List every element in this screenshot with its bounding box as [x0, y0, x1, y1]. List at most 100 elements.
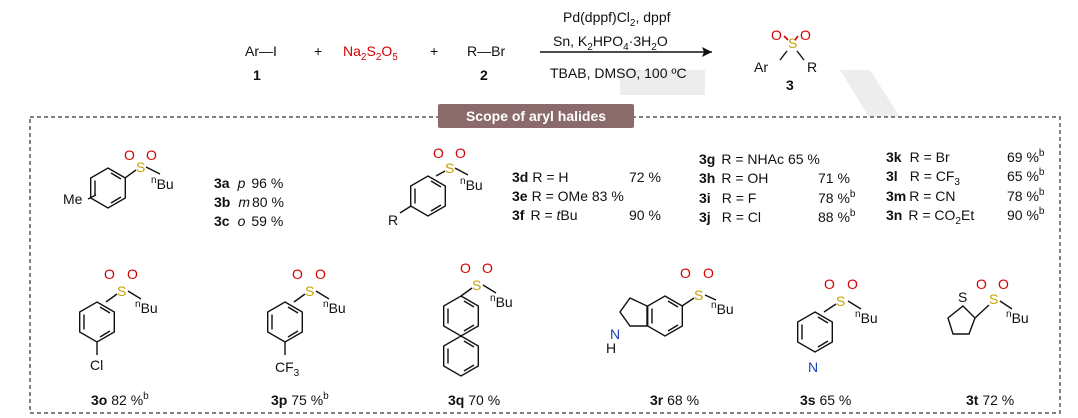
svg-text:3nR = CO2Et: 3nR = CO2Et [886, 207, 974, 227]
svg-text:3fR = tBu: 3fR = tBu [512, 207, 578, 223]
svg-text:O: O [460, 260, 471, 276]
svg-text:R: R [807, 59, 817, 75]
structure-3p: S O O nBu CF3 [267, 266, 346, 379]
svg-text:O: O [771, 27, 782, 43]
label-3o: 3o 82 %b [91, 391, 149, 408]
condition-catalyst: Pd(dppf)Cl2, dppf [563, 9, 671, 29]
svg-text:69 %b: 69 %b [1007, 148, 1045, 165]
svg-text:3jR = Cl: 3jR = Cl [699, 209, 761, 225]
svg-text:S: S [694, 287, 703, 303]
plus-sign: + [314, 43, 322, 59]
svg-text:O: O [127, 266, 138, 282]
structure-para-substituted-phenyl-sulfone: S O O nBu R [388, 145, 483, 228]
svg-text:Ar—I: Ar—I [245, 43, 277, 59]
svg-text:O: O [482, 260, 493, 276]
svg-text:Cl: Cl [90, 357, 103, 373]
reactant-aryl-iodide: Ar—I 1 [245, 43, 277, 83]
svg-text:71 %: 71 % [818, 170, 850, 186]
svg-text:S: S [305, 283, 314, 299]
svg-text:nBu: nBu [460, 176, 483, 193]
svg-text:O: O [146, 147, 157, 163]
condition-reductant: Sn, K2HPO4·3H2O [553, 33, 668, 53]
svg-text:O: O [315, 266, 326, 282]
plus-sign-2: + [430, 43, 438, 59]
svg-text:nBu: nBu [490, 293, 513, 310]
svg-text:O: O [124, 147, 135, 163]
scope-box [29, 116, 1061, 414]
svg-text:3kR = Br: 3kR = Br [886, 149, 950, 165]
structure-methylphenyl-sulfone: S O O nBu Me [63, 147, 174, 209]
structure-3q: S O O nBu [443, 260, 513, 377]
svg-text:Me: Me [63, 191, 83, 207]
sodium-metabisulfite: Na2S2O5 [343, 43, 398, 63]
svg-text:3iR = F: 3iR = F [699, 190, 756, 206]
label-3q: 3q 70 % [448, 392, 500, 408]
svg-text:H: H [606, 340, 616, 356]
condition-solvent: TBAB, DMSO, 100 ºC [550, 65, 687, 81]
svg-text:3mR = CN: 3mR = CN [886, 188, 956, 204]
label-3s: 3s 65 % [800, 392, 851, 408]
svg-text:S: S [958, 289, 967, 305]
structure-3r: H N S O O nBu [606, 265, 734, 356]
svg-text:O: O [824, 276, 835, 292]
svg-text:3lR = CF3: 3lR = CF3 [886, 168, 960, 188]
svg-text:65 %b: 65 %b [1007, 167, 1045, 184]
svg-text:72 %: 72 % [629, 169, 661, 185]
svg-text:nBu: nBu [151, 175, 174, 192]
svg-text:O: O [976, 276, 987, 292]
structure-3o: S O O nBu Cl [78, 266, 158, 373]
svg-text:R: R [388, 212, 398, 228]
svg-text:S: S [472, 277, 481, 293]
svg-text:2: 2 [480, 67, 488, 83]
svg-text:O: O [455, 145, 466, 161]
svg-text:O: O [847, 276, 858, 292]
svg-text:S: S [788, 35, 797, 51]
svg-text:O: O [292, 266, 303, 282]
svg-text:O: O [104, 266, 115, 282]
svg-text:nBu: nBu [1006, 309, 1029, 326]
svg-text:S: S [989, 291, 998, 307]
svg-text:O: O [433, 145, 444, 161]
structure-3t: S S O O nBu [947, 276, 1029, 335]
svg-text:R—Br: R—Br [467, 43, 505, 59]
svg-text:O: O [680, 265, 691, 281]
svg-text:S: S [136, 159, 145, 175]
svg-text:nBu: nBu [855, 309, 878, 326]
svg-text:O: O [998, 276, 1009, 292]
svg-text:N: N [610, 326, 620, 342]
svg-text:3dR = H: 3dR = H [512, 169, 569, 185]
structure-3s: S O O nBu N [797, 276, 878, 375]
svg-text:CF3: CF3 [275, 359, 300, 379]
svg-text:78 %b: 78 %b [1007, 187, 1045, 204]
svg-text:nBu: nBu [135, 299, 158, 316]
svg-text:O: O [800, 27, 811, 43]
scope-title-bar: Scope of aryl halides [438, 104, 634, 128]
svg-text:3hR = OH: 3hR = OH [699, 170, 768, 186]
svg-text:nBu: nBu [323, 299, 346, 316]
label-3r: 3r 68 % [650, 392, 699, 408]
svg-text:Ar: Ar [754, 59, 768, 75]
svg-text:3: 3 [786, 77, 794, 93]
svg-text:78 %b: 78 %b [818, 189, 856, 206]
svg-text:88 %b: 88 %b [818, 208, 856, 225]
reactant-alkyl-bromide: R—Br 2 [467, 43, 505, 83]
svg-text:nBu: nBu [711, 300, 734, 317]
svg-text:3eR = OMe 83 %: 3eR = OMe 83 % [512, 188, 624, 204]
svg-text:S: S [445, 160, 454, 176]
svg-text:90 %: 90 % [629, 207, 661, 223]
label-3p: 3p 75 %b [271, 391, 329, 408]
svg-text:N: N [808, 359, 818, 375]
svg-text:S: S [836, 293, 845, 309]
svg-text:Scope of aryl halides: Scope of aryl halides [466, 108, 606, 124]
label-3t: 3t 72 % [966, 392, 1014, 408]
svg-text:90 %b: 90 %b [1007, 206, 1045, 223]
